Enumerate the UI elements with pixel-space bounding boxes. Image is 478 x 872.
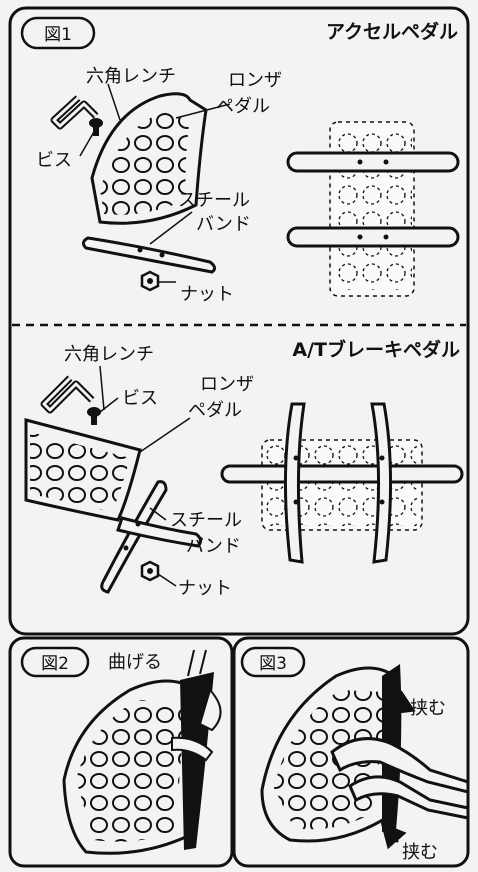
pedal-pad-icon-2 [24,418,142,522]
accel-nut-label: ナット [180,284,234,305]
accel-steel-label-2: バンド [196,214,251,235]
brake-screw-label: ビス [122,388,158,409]
figure3-badge-label: 図3 [259,654,287,674]
pliers-icon [330,737,470,820]
bend-caption: 曲げる [108,652,162,673]
figure2-badge-label: 図2 [41,654,69,674]
accel-assembled-view [286,121,460,297]
accel-exploded-view [50,83,231,292]
brake-assembled-view [220,402,464,564]
nut-icon [140,270,160,292]
brake-pedal-title: A/Tブレーキペダル [292,338,460,361]
accel-ronza-label-2: ペダル [216,96,270,117]
brake-steel-label-1: スチール [170,510,242,531]
bent-pedal-icon [62,649,222,855]
figure1-panel: 図1 アクセルペダル [8,6,470,636]
steel-band-icon [81,236,217,274]
accel-hex-wrench-label: 六角レンチ [86,66,176,87]
brake-hex-wrench-label: 六角レンチ [64,344,154,365]
brake-nut-label: ナット [178,578,232,599]
figure2-panel: 図2 曲げる [8,636,234,868]
brake-exploded-view [24,365,203,594]
steel-band-icon-2 [100,480,203,594]
pinch-bottom-label: 挟む [402,842,438,863]
screw-icon-2 [87,407,101,425]
accel-ronza-label-1: ロンザ [228,70,282,91]
figure1-badge-label: 図1 [44,25,72,45]
accel-screw-label: ビス [36,150,72,171]
nut-icon-2 [140,560,160,582]
accel-steel-label-1: スチール [178,190,250,211]
brake-steel-label-2: バンド [186,536,241,557]
figure1-badge: 図1 [20,16,96,50]
pedal-pad-icon [90,92,208,225]
brake-ronza-label-2: ペダル [188,400,242,421]
pinch-top-label: 挟む [410,698,446,719]
brake-ronza-label-1: ロンザ [200,374,254,395]
figure3-panel: 図3 挟む 挟む [232,636,470,868]
screw-icon [89,118,103,136]
accelerator-pedal-title: アクセルペダル [326,20,458,43]
